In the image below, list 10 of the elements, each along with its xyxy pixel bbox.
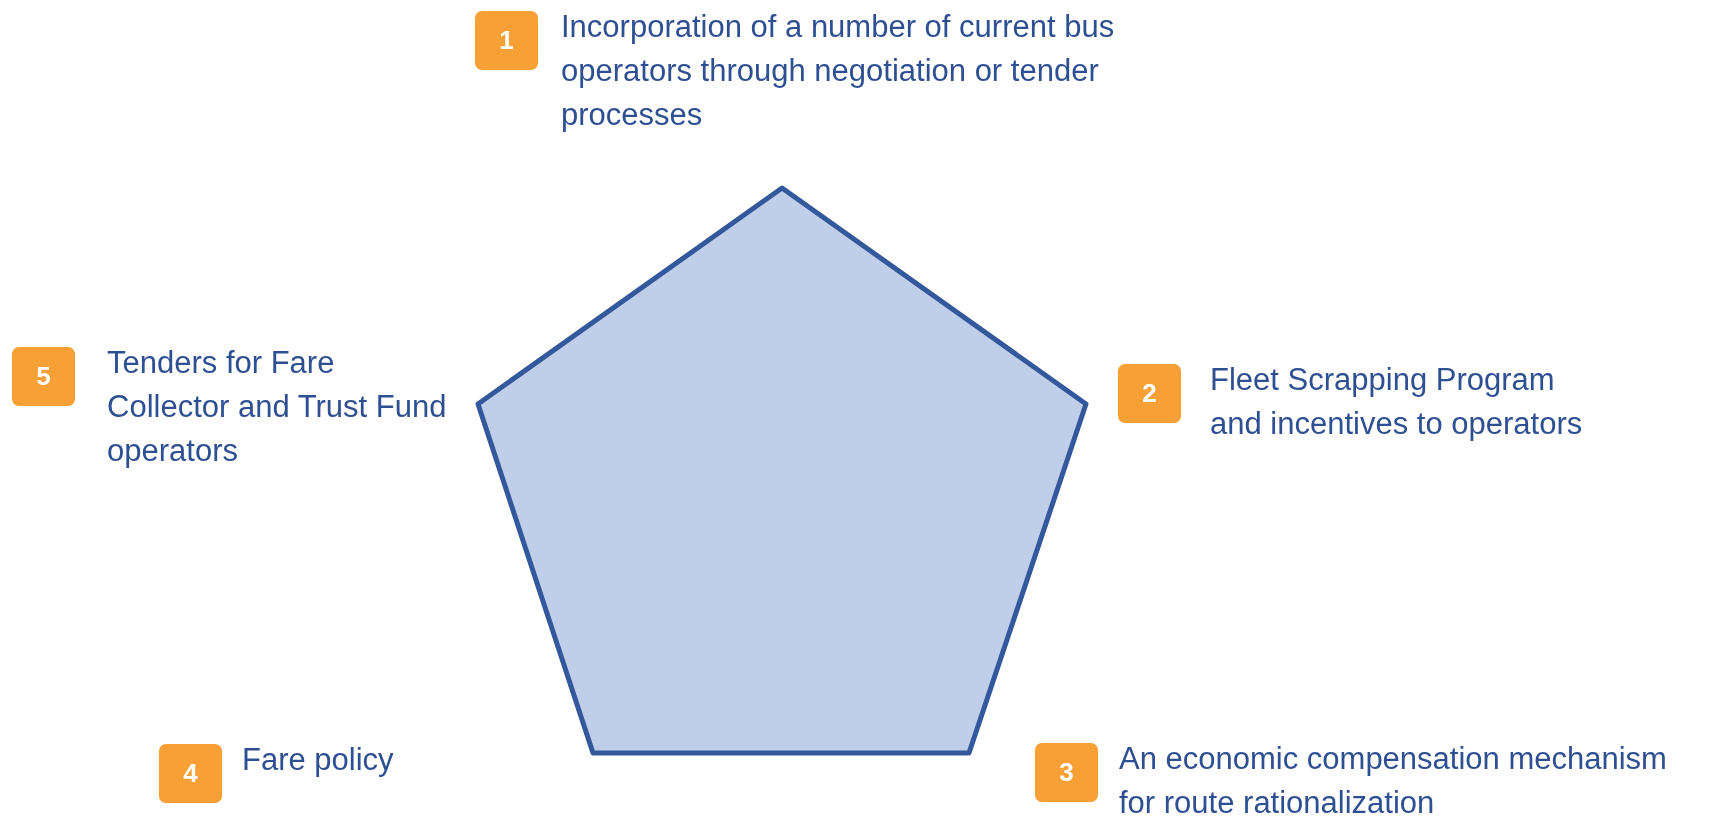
description-text: Tenders for Fare Collector and Trust Fund operators [107, 344, 447, 470]
description-text: Incorporation of a number of current bus operators through negotiation or tender processes [561, 8, 1116, 134]
number-badge: 2 [1118, 364, 1181, 423]
number-badge: 1 [475, 11, 538, 70]
number-badge: 3 [1035, 743, 1098, 802]
description-text: Fleet Scrapping Program and incentives to operators [1210, 361, 1584, 443]
description-text: Fare policy [242, 741, 395, 779]
number-badge: 4 [159, 744, 222, 803]
description-text: An economic compensation mechanism for route rationalization [1119, 740, 1668, 822]
number-badge: 5 [12, 347, 75, 406]
